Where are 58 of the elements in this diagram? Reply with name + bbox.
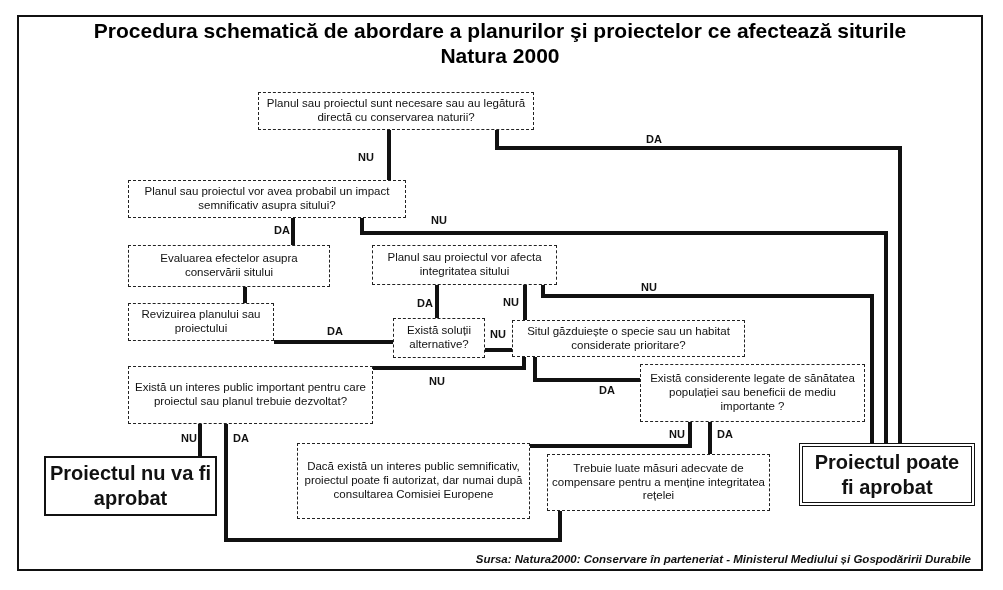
connector-line xyxy=(495,130,902,443)
edge-label: NU xyxy=(640,281,658,294)
edge-label: NU xyxy=(502,296,520,309)
edge-label: NU xyxy=(180,432,198,445)
connector-line xyxy=(435,285,439,318)
edge-label: NU xyxy=(428,375,446,388)
edge-label: DA xyxy=(273,224,291,237)
edge-label: DA xyxy=(716,428,734,441)
node-text: Proiectul poate fi aprobat xyxy=(813,449,961,500)
process-box xyxy=(372,245,557,285)
node-text: Planul sau proiectul sunt necesare sau au legătură directă cu conservarea naturii? xyxy=(265,97,527,125)
process-box xyxy=(640,364,865,422)
edge-label: NU xyxy=(489,328,507,341)
process-box xyxy=(128,303,274,341)
connector-line xyxy=(485,348,512,352)
connector-line xyxy=(530,422,692,448)
node-text: Proiectul nu va fi aprobat xyxy=(49,461,212,511)
node-text: Există un interes public important pentru care proiectul sau planul trebuie dezvoltat? xyxy=(134,381,367,409)
connector-line xyxy=(533,357,640,382)
connector-line xyxy=(274,340,393,344)
connector-line xyxy=(224,424,562,542)
connector-line xyxy=(291,218,295,245)
edge-label: NU xyxy=(430,214,448,227)
edge-label: NU xyxy=(668,428,686,441)
node-text: Există considerente legate de sănătatea populației sau beneficii de mediu importante ? xyxy=(649,372,856,414)
node-text: Există soluții alternative? xyxy=(406,324,472,352)
process-box xyxy=(512,320,745,357)
node-text: Dacă există un interes public semnificativ, proiectul poate fi autorizat, dar numai după consultarea Comisiei Europene xyxy=(303,460,524,502)
node-text: Planul sau proiectul vor avea probabil un impact semnificativ asupra sitului? xyxy=(143,185,391,213)
edge-label: DA xyxy=(645,133,663,146)
connector-line xyxy=(373,357,526,370)
process-box xyxy=(128,366,373,424)
edge-label: DA xyxy=(416,297,434,310)
connector-line xyxy=(360,218,888,443)
process-box xyxy=(258,92,534,130)
connector-line xyxy=(523,285,527,320)
node-text: Revizuirea planului sau proiectului xyxy=(140,308,262,336)
edge-label: DA xyxy=(598,384,616,397)
node-text: Evaluarea efectelor asupra conservării sitului xyxy=(159,252,299,280)
process-box xyxy=(297,443,530,519)
diagram-title: Procedura schematică de abordare a planurilor şi proiectelor ce afectează siturile Natura 2000 xyxy=(92,18,908,68)
node-text: Situl găzduiește o specie sau un habitat considerate prioritare? xyxy=(526,324,731,353)
process-box xyxy=(128,245,330,287)
connector-line xyxy=(708,422,712,454)
process-box xyxy=(547,454,770,511)
connector-line xyxy=(387,130,391,180)
edge-label: DA xyxy=(326,325,344,338)
node-text: Trebuie luate măsuri adecvate de compensare pentru a menține integritatea rețelei xyxy=(551,461,766,504)
edge-label: DA xyxy=(232,432,250,445)
process-box xyxy=(128,180,406,218)
connector-line xyxy=(541,285,874,443)
process-box xyxy=(393,318,485,358)
connector-line xyxy=(198,424,202,456)
outcome-box xyxy=(799,443,975,506)
node-text: Planul sau proiectul vor afecta integritatea sitului xyxy=(386,251,543,279)
edge-label: NU xyxy=(357,151,375,164)
source-caption: Sursa: Natura2000: Conservare în parteneriat - Ministerul Mediului și Gospodăririi Durabile xyxy=(475,553,971,565)
connector-line xyxy=(243,287,247,303)
